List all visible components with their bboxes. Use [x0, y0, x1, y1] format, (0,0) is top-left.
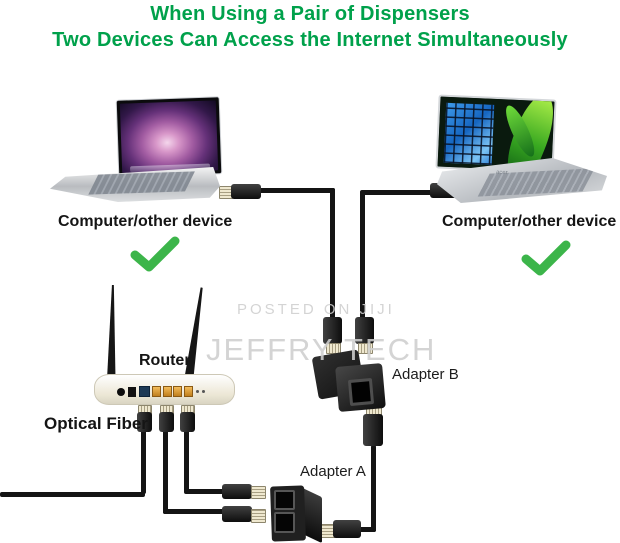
router-reset-hole [196, 390, 199, 393]
cable-router2-horizontal [163, 509, 225, 514]
checkmark-icon [518, 238, 574, 278]
cable-right-laptop-horizontal [362, 190, 434, 195]
windows-start-tiles [443, 102, 494, 165]
router-plug1 [137, 412, 152, 432]
adapter-b-top-plug-right-pins [358, 343, 373, 354]
router-lan-port-3 [173, 386, 182, 397]
router-lan-port-4 [184, 386, 193, 397]
checkmark-icon [127, 234, 183, 274]
cable-left-laptop-horizontal [258, 188, 335, 193]
cable-adapter-b-vertical [371, 445, 376, 532]
adapter-b-bottom-plug [363, 414, 383, 446]
left-laptop-wallpaper [119, 100, 219, 174]
router-wps-hole [202, 390, 205, 393]
cable-adapter-b-horizontal [356, 527, 376, 532]
watermark-line-1: POSTED ON JIJI [237, 301, 395, 318]
cable-left-laptop-vertical [330, 188, 335, 320]
cable-router2-vertical [163, 430, 168, 514]
adapter-a-right-plug [333, 520, 361, 538]
right-laptop-keyboard [476, 167, 595, 197]
router-power-jack [117, 388, 125, 396]
cable-router1-horizontal [0, 492, 145, 497]
router-plug3 [180, 412, 195, 432]
router-wan-port [139, 386, 150, 397]
left-laptop-keyboard [88, 170, 196, 195]
adapter-a-upper-plug [222, 484, 252, 499]
left-laptop-plug [231, 184, 261, 199]
cable-router1-vertical [141, 430, 146, 494]
watermark-line-2: JEFFRY TECH [206, 332, 437, 367]
adapter-a-label: Adapter A [300, 463, 366, 480]
acer-logo: acer [495, 169, 508, 177]
adapter-a-lower-plug [222, 506, 252, 522]
left-computer-label: Computer/other device [58, 213, 233, 230]
optical-fiber-label: Optical Fiber [44, 414, 148, 433]
router-power-switch [128, 387, 136, 397]
router-label: Router [139, 352, 191, 369]
title-line-2: Two Devices Can Access the Internet Simu… [52, 29, 568, 51]
cable-router3-vertical [184, 430, 189, 492]
adapter-a-female-port-1 [274, 490, 295, 510]
left-laptop-base [50, 167, 220, 202]
router-lan-port-1 [152, 386, 161, 397]
adapter-b-female-port [347, 378, 375, 406]
adapter-b-top-plug-right [355, 317, 374, 344]
cable-right-laptop-vertical [360, 190, 365, 320]
adapter-a-female-port-2 [274, 512, 295, 533]
right-computer-label: Computer/other device [442, 213, 617, 230]
adapter-a-lower-plug-pins [251, 509, 266, 523]
router-lan-port-2 [163, 386, 172, 397]
left-laptop-screen [115, 96, 223, 178]
cable-router3-horizontal [184, 489, 225, 494]
adapter-b-label: Adapter B [392, 366, 459, 383]
adapter-b-top-plug-left [323, 317, 342, 344]
router-plug2 [159, 412, 174, 432]
adapter-a-upper-plug-pins [251, 486, 266, 499]
router-antenna-left [105, 285, 119, 388]
title-line-1: When Using a Pair of Dispensers [150, 3, 470, 25]
